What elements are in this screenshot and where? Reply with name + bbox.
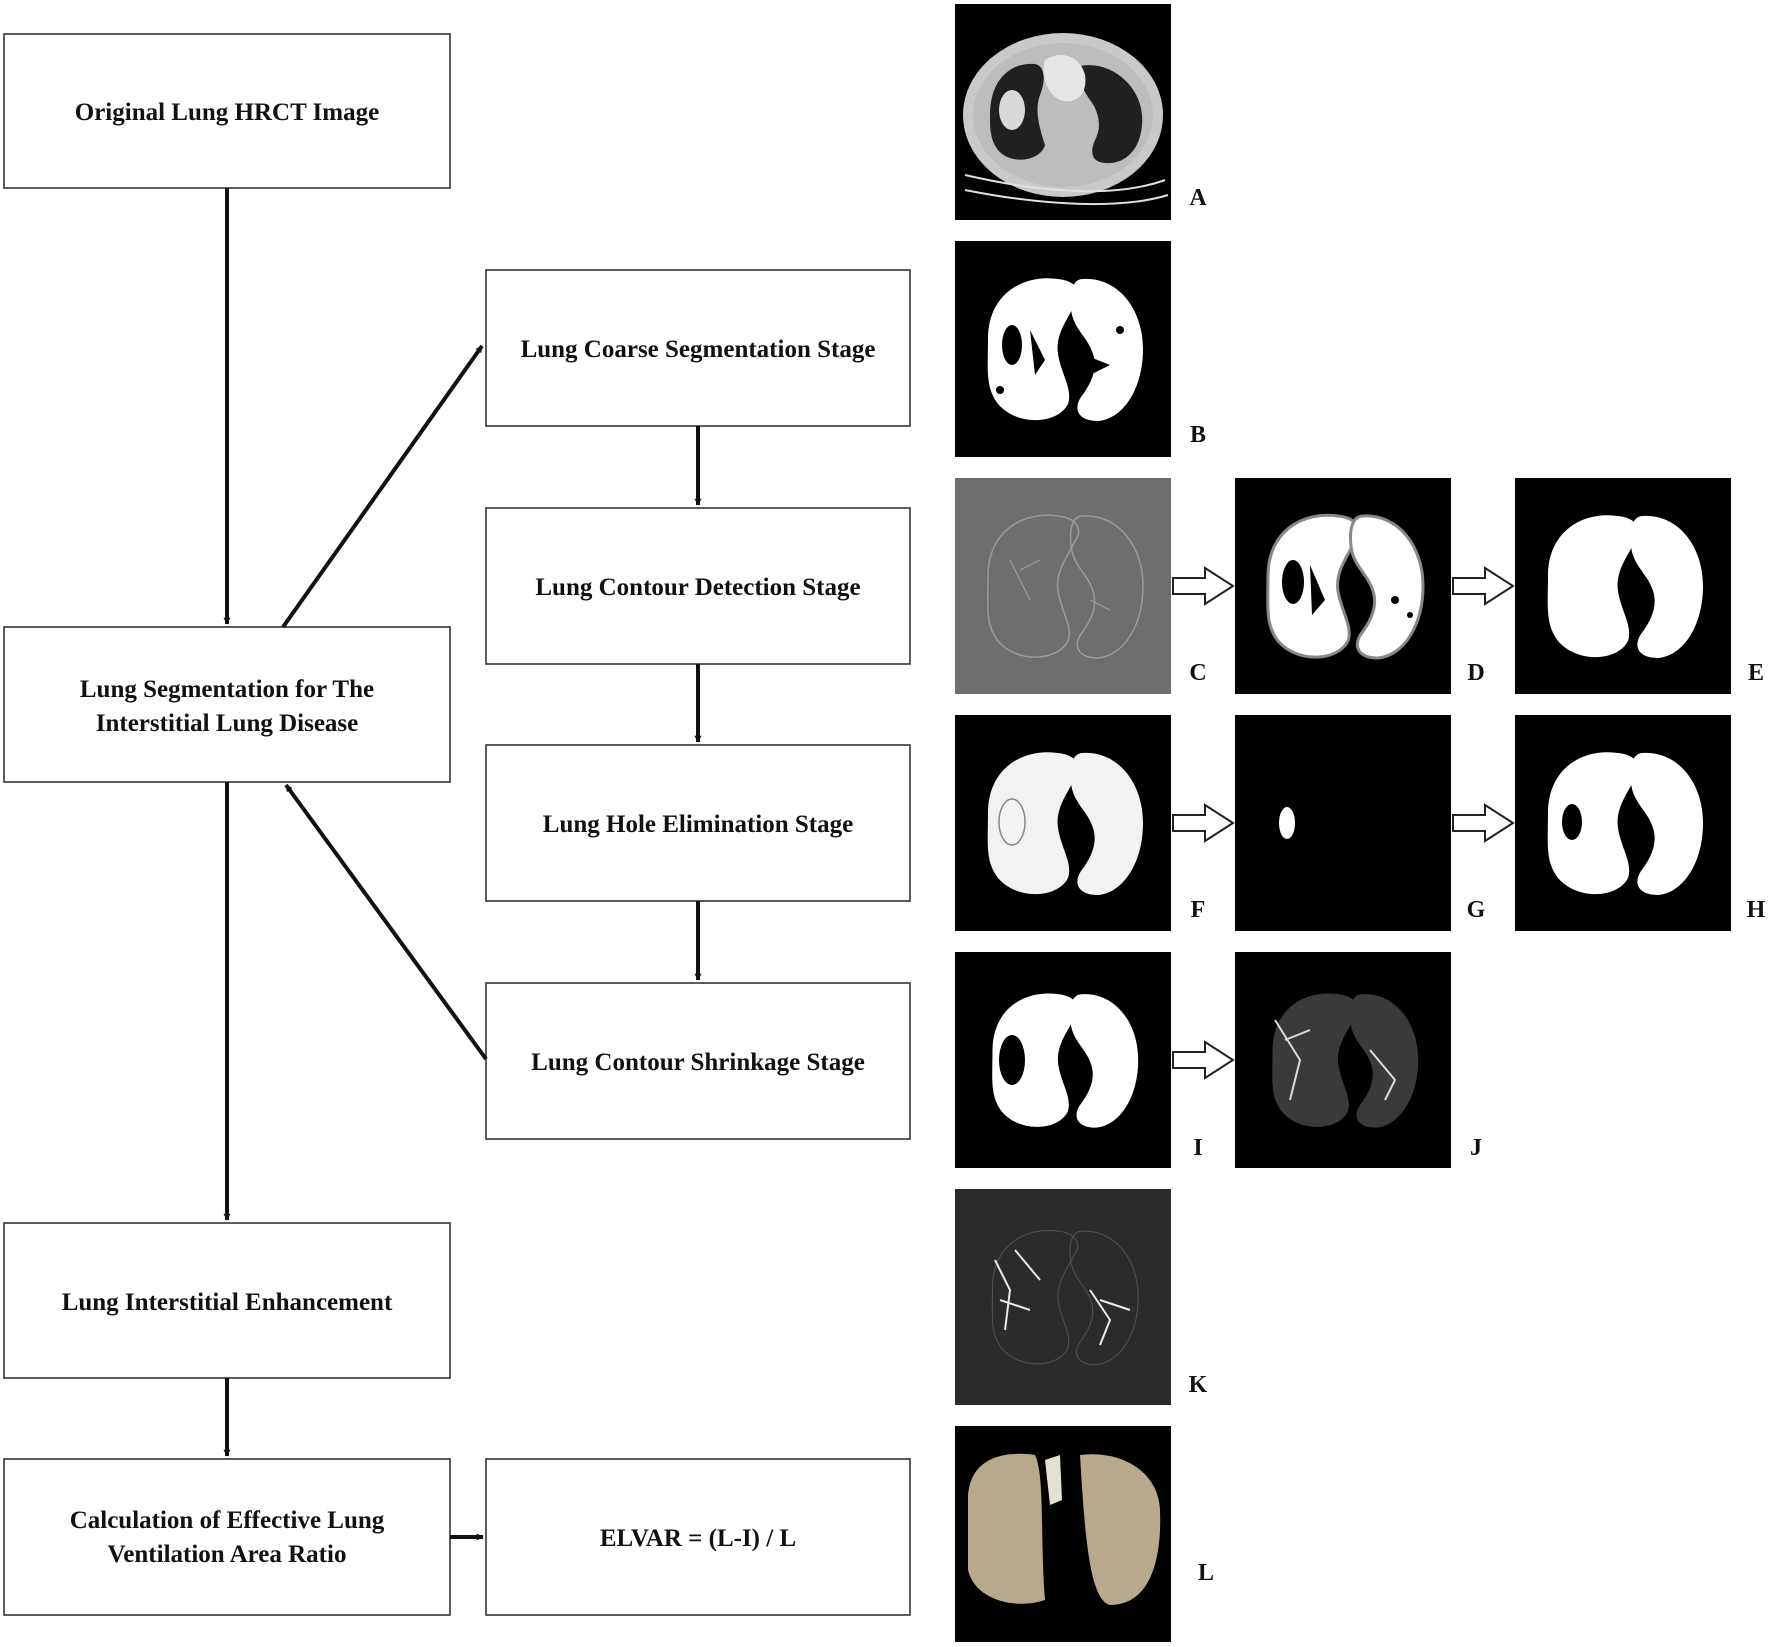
box-calculation: Calculation of Effective Lung Ventilatio… <box>3 1458 451 1616</box>
label-b: B <box>1190 422 1206 448</box>
render-image-l <box>955 1426 1171 1642</box>
edge-image-c <box>955 478 1171 694</box>
label-j: J <box>1470 1135 1482 1161</box>
label-l: L <box>1198 1560 1214 1586</box>
label-c: C <box>1189 660 1206 686</box>
tissue-image-j <box>1235 952 1451 1168</box>
box-hole-elimination: Lung Hole Elimination Stage <box>485 744 911 902</box>
contour-image-d <box>1235 478 1451 694</box>
label-g: G <box>1467 897 1486 923</box>
hollow-arrow-g-to-h <box>1452 803 1515 843</box>
box-enhancement: Lung Interstitial Enhancement <box>3 1222 451 1379</box>
box-enhancement-line-1: Lung Interstitial Enhancement <box>62 1289 393 1316</box>
box-shrinkage: Lung Contour Shrinkage Stage <box>485 982 911 1140</box>
mask-image-b <box>955 241 1171 457</box>
box-formula: ELVAR = (L-I) / L <box>485 1458 911 1616</box>
label-d: D <box>1467 660 1484 686</box>
hollow-arrow-c-to-d <box>1172 566 1235 606</box>
box-shrinkage-line-1: Lung Contour Shrinkage Stage <box>531 1049 865 1076</box>
mask-image-e <box>1515 478 1731 694</box>
enhanced-image-k <box>955 1189 1171 1405</box>
box-contour-detection-line-1: Lung Contour Detection Stage <box>535 574 860 601</box>
flow-arrows <box>223 188 702 1541</box>
hollow-arrows <box>1172 566 1515 1080</box>
box-segmentation-line-1: Lung Segmentation for The <box>80 676 374 703</box>
arrow-shrinkage-to-segmentation <box>284 783 488 1061</box>
box-coarse-line-1: Lung Coarse Segmentation Stage <box>521 336 876 363</box>
box-calculation-line-2: Ventilation Area Ratio <box>108 1541 347 1568</box>
mask-image-h <box>1515 715 1731 931</box>
hollow-arrow-d-to-e <box>1452 566 1515 606</box>
box-original: Original Lung HRCT Image <box>3 33 451 189</box>
box-segmentation-line-2: Interstitial Lung Disease <box>96 710 359 737</box>
box-calculation-line-1: Calculation of Effective Lung <box>70 1507 385 1534</box>
ct-image-a <box>955 4 1171 220</box>
label-h: H <box>1747 897 1766 923</box>
box-coarse-segmentation: Lung Coarse Segmentation Stage <box>485 269 911 427</box>
mask-image-i <box>955 952 1171 1168</box>
label-f: F <box>1191 897 1206 923</box>
hole-image-g <box>1235 715 1451 931</box>
arrow-segmentation-to-coarse <box>281 344 484 629</box>
image-letters: A B C D E F G H I J K L <box>1189 185 1766 1586</box>
box-segmentation: Lung Segmentation for The Interstitial L… <box>3 626 451 783</box>
label-e: E <box>1748 660 1764 686</box>
label-i: I <box>1193 1135 1202 1161</box>
box-formula-line-1: ELVAR = (L-I) / L <box>600 1525 796 1552</box>
label-k: K <box>1189 1372 1208 1398</box>
label-a: A <box>1189 185 1207 211</box>
box-original-line-1: Original Lung HRCT Image <box>75 99 379 126</box>
hollow-arrow-f-to-g <box>1172 803 1235 843</box>
box-hole-elimination-line-1: Lung Hole Elimination Stage <box>543 811 853 838</box>
box-contour-detection: Lung Contour Detection Stage <box>485 507 911 665</box>
mask-image-f <box>955 715 1171 931</box>
hollow-arrow-i-to-j <box>1172 1040 1235 1080</box>
